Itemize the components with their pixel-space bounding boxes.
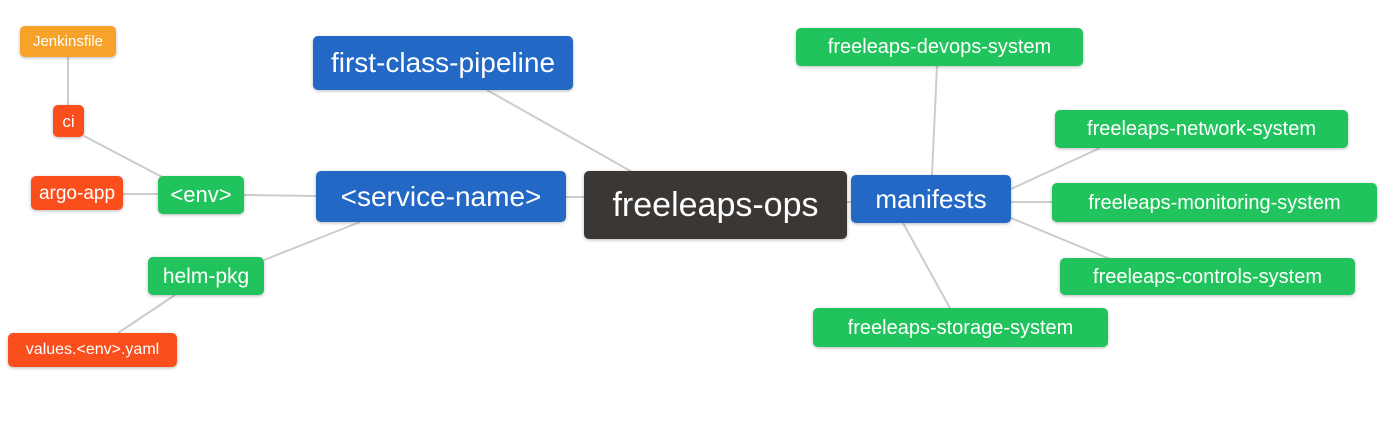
edge-manifests-controls: [1010, 217, 1111, 260]
edge-service-name-helm-pkg: [263, 221, 361, 261]
edge-manifests-storage: [902, 222, 951, 309]
edge-ci-env: [83, 135, 163, 178]
node-freeleaps-controls-system[interactable]: freeleaps-controls-system: [1060, 258, 1355, 295]
edge-helm-pkg-values-yaml: [117, 294, 176, 334]
edge-pipeline-root: [486, 89, 635, 174]
node-ci[interactable]: ci: [53, 105, 84, 137]
node-service-name[interactable]: <service-name>: [316, 171, 566, 222]
node-argo-app[interactable]: argo-app: [31, 176, 123, 210]
edge-env-service-name: [243, 194, 317, 197]
node-env[interactable]: <env>: [158, 176, 244, 214]
node-values-env-yaml[interactable]: values.<env>.yaml: [8, 333, 177, 367]
node-manifests[interactable]: manifests: [851, 175, 1011, 223]
edge-manifests-devops: [931, 65, 938, 176]
node-freeleaps-devops-system[interactable]: freeleaps-devops-system: [796, 28, 1083, 66]
node-first-class-pipeline[interactable]: first-class-pipeline: [313, 36, 573, 90]
node-freeleaps-monitoring-system[interactable]: freeleaps-monitoring-system: [1052, 183, 1377, 222]
edge-manifests-network: [1010, 147, 1101, 190]
node-freeleaps-network-system[interactable]: freeleaps-network-system: [1055, 110, 1348, 148]
node-freeleaps-storage-system[interactable]: freeleaps-storage-system: [813, 308, 1108, 347]
node-helm-pkg[interactable]: helm-pkg: [148, 257, 264, 295]
node-jenkinsfile[interactable]: Jenkinsfile: [20, 26, 116, 57]
node-freeleaps-ops[interactable]: freeleaps-ops: [584, 171, 847, 239]
